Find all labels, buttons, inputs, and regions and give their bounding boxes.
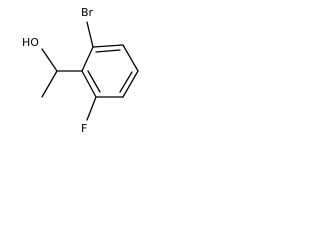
ring-bond-c1-c2 <box>92 44 124 48</box>
bromine-label: Br <box>81 6 94 19</box>
hydroxyl-label: HO <box>22 36 39 49</box>
ring-double-bond-inner-1 <box>95 49 121 53</box>
chemical-structure: Br HO F <box>22 6 139 135</box>
ring-double-bond-inner-2 <box>119 71 133 93</box>
ring-bond-c2-c3 <box>122 44 139 72</box>
ring-bond-c5-c6 <box>81 70 97 98</box>
bond-carbinol-to-methyl <box>41 70 58 98</box>
ring-bond-c3-c4 <box>122 70 139 98</box>
fluorine-label: F <box>81 122 87 135</box>
ring-double-bond-inner-3 <box>87 70 101 93</box>
bond-to-bromine <box>86 21 94 48</box>
bond-carbinol-to-oxygen <box>41 48 58 72</box>
bond-to-fluorine <box>86 96 97 121</box>
ring-bond-c6-c1 <box>81 46 94 72</box>
